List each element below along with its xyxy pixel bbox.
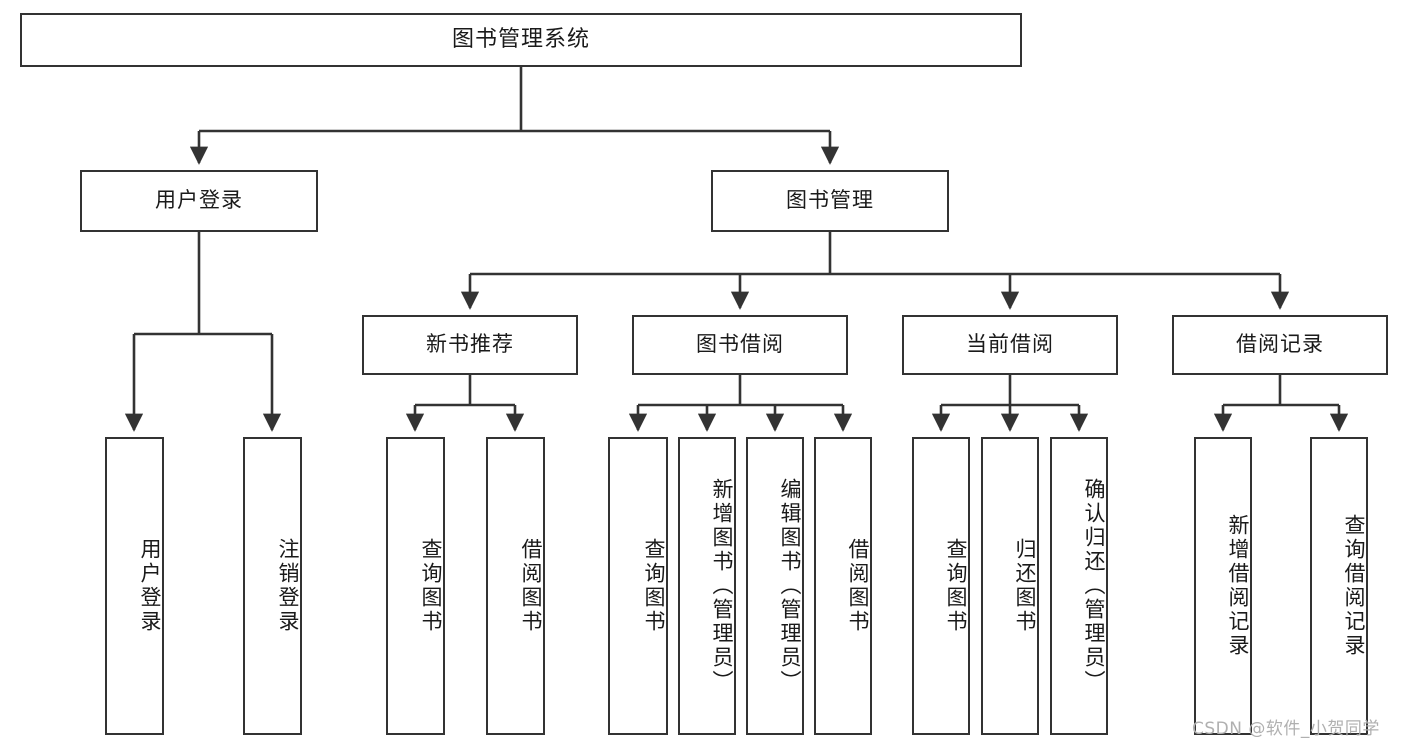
node-book-borrow[interactable]: 图书借阅 (632, 315, 848, 375)
node-current-borrow-label: 当前借阅 (966, 332, 1054, 357)
node-book-borrow-label: 图书借阅 (696, 332, 784, 357)
node-user-login[interactable]: 用户登录 (80, 170, 318, 232)
leaf-new-book-rec-0-label: 查询图书 (419, 538, 443, 634)
leaf-current-borrow-0-label: 查询图书 (944, 538, 968, 634)
node-user-login-label: 用户登录 (155, 188, 243, 213)
leaf-current-borrow-2[interactable]: 确认归还（管理员） (1050, 437, 1108, 735)
leaf-current-borrow-1-label: 归还图书 (1013, 538, 1037, 634)
leaf-book-borrow-2[interactable]: 编辑图书（管理员） (746, 437, 804, 735)
leaf-current-borrow-1[interactable]: 归还图书 (981, 437, 1039, 735)
leaf-user-login-1-label: 注销登录 (276, 538, 300, 634)
leaf-new-book-rec-1-label: 借阅图书 (519, 538, 543, 634)
node-root-system-label: 图书管理系统 (451, 26, 590, 52)
leaf-user-login-1[interactable]: 注销登录 (243, 437, 302, 735)
csdn-watermark: CSDN @软件_小贺同学 (1192, 719, 1380, 739)
leaf-current-borrow-2-label: 确认归还（管理员） (1082, 478, 1106, 694)
node-root-system[interactable]: 图书管理系统 (20, 13, 1022, 67)
leaf-book-borrow-0-label: 查询图书 (642, 538, 666, 634)
leaf-user-login-0-label: 用户登录 (138, 538, 162, 634)
leaf-book-borrow-0[interactable]: 查询图书 (608, 437, 668, 735)
node-borrow-record-label: 借阅记录 (1236, 332, 1324, 357)
leaf-new-book-rec-1[interactable]: 借阅图书 (486, 437, 545, 735)
leaf-borrow-record-1[interactable]: 查询借阅记录 (1310, 437, 1368, 735)
node-borrow-record[interactable]: 借阅记录 (1172, 315, 1388, 375)
leaf-book-borrow-1-label: 新增图书（管理员） (710, 478, 734, 694)
leaf-borrow-record-0-label: 新增借阅记录 (1226, 514, 1250, 658)
leaf-book-borrow-3[interactable]: 借阅图书 (814, 437, 872, 735)
leaf-current-borrow-0[interactable]: 查询图书 (912, 437, 970, 735)
node-new-book-rec[interactable]: 新书推荐 (362, 315, 578, 375)
leaf-borrow-record-1-label: 查询借阅记录 (1342, 514, 1366, 658)
node-current-borrow[interactable]: 当前借阅 (902, 315, 1118, 375)
leaf-book-borrow-2-label: 编辑图书（管理员） (778, 478, 802, 694)
leaf-book-borrow-3-label: 借阅图书 (846, 538, 870, 634)
node-book-manage-label: 图书管理 (786, 188, 874, 213)
leaf-borrow-record-0[interactable]: 新增借阅记录 (1194, 437, 1252, 735)
node-book-manage[interactable]: 图书管理 (711, 170, 949, 232)
leaf-user-login-0[interactable]: 用户登录 (105, 437, 164, 735)
node-new-book-rec-label: 新书推荐 (426, 332, 514, 357)
leaf-book-borrow-1[interactable]: 新增图书（管理员） (678, 437, 736, 735)
leaf-new-book-rec-0[interactable]: 查询图书 (386, 437, 445, 735)
